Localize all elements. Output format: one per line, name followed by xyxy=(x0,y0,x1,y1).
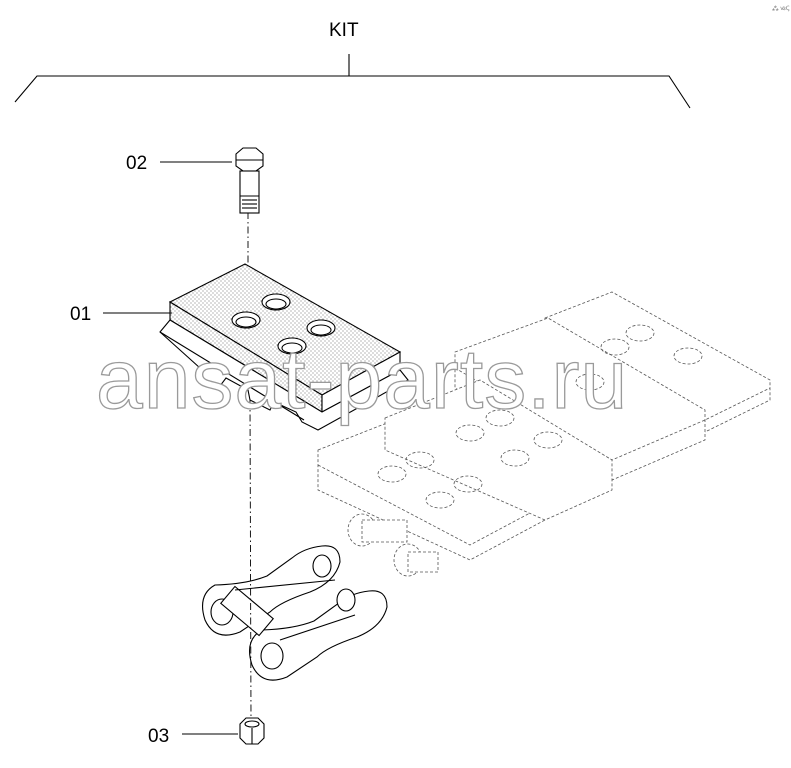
callout-01: 01 xyxy=(70,304,172,325)
nut-part-03 xyxy=(239,717,265,745)
kit-label: KIT xyxy=(329,20,359,41)
callout-label-02: 02 xyxy=(126,153,147,174)
callout-label-03: 03 xyxy=(148,726,169,747)
phantom-track-shoes xyxy=(317,291,771,577)
assembly-axis-lower xyxy=(249,399,252,721)
callout-03: 03 xyxy=(148,726,238,747)
bolt-part-02 xyxy=(235,147,264,214)
kit-bracket: KIT xyxy=(14,20,691,109)
track-link xyxy=(202,545,388,681)
corner-mark: ⁂ ꟃꟄ xyxy=(772,5,790,12)
callout-label-01: 01 xyxy=(70,304,91,325)
track-shoe-part-01 xyxy=(159,263,409,431)
callout-02: 02 xyxy=(126,153,232,174)
watermark-text: ansat-parts.ru xyxy=(96,332,628,426)
